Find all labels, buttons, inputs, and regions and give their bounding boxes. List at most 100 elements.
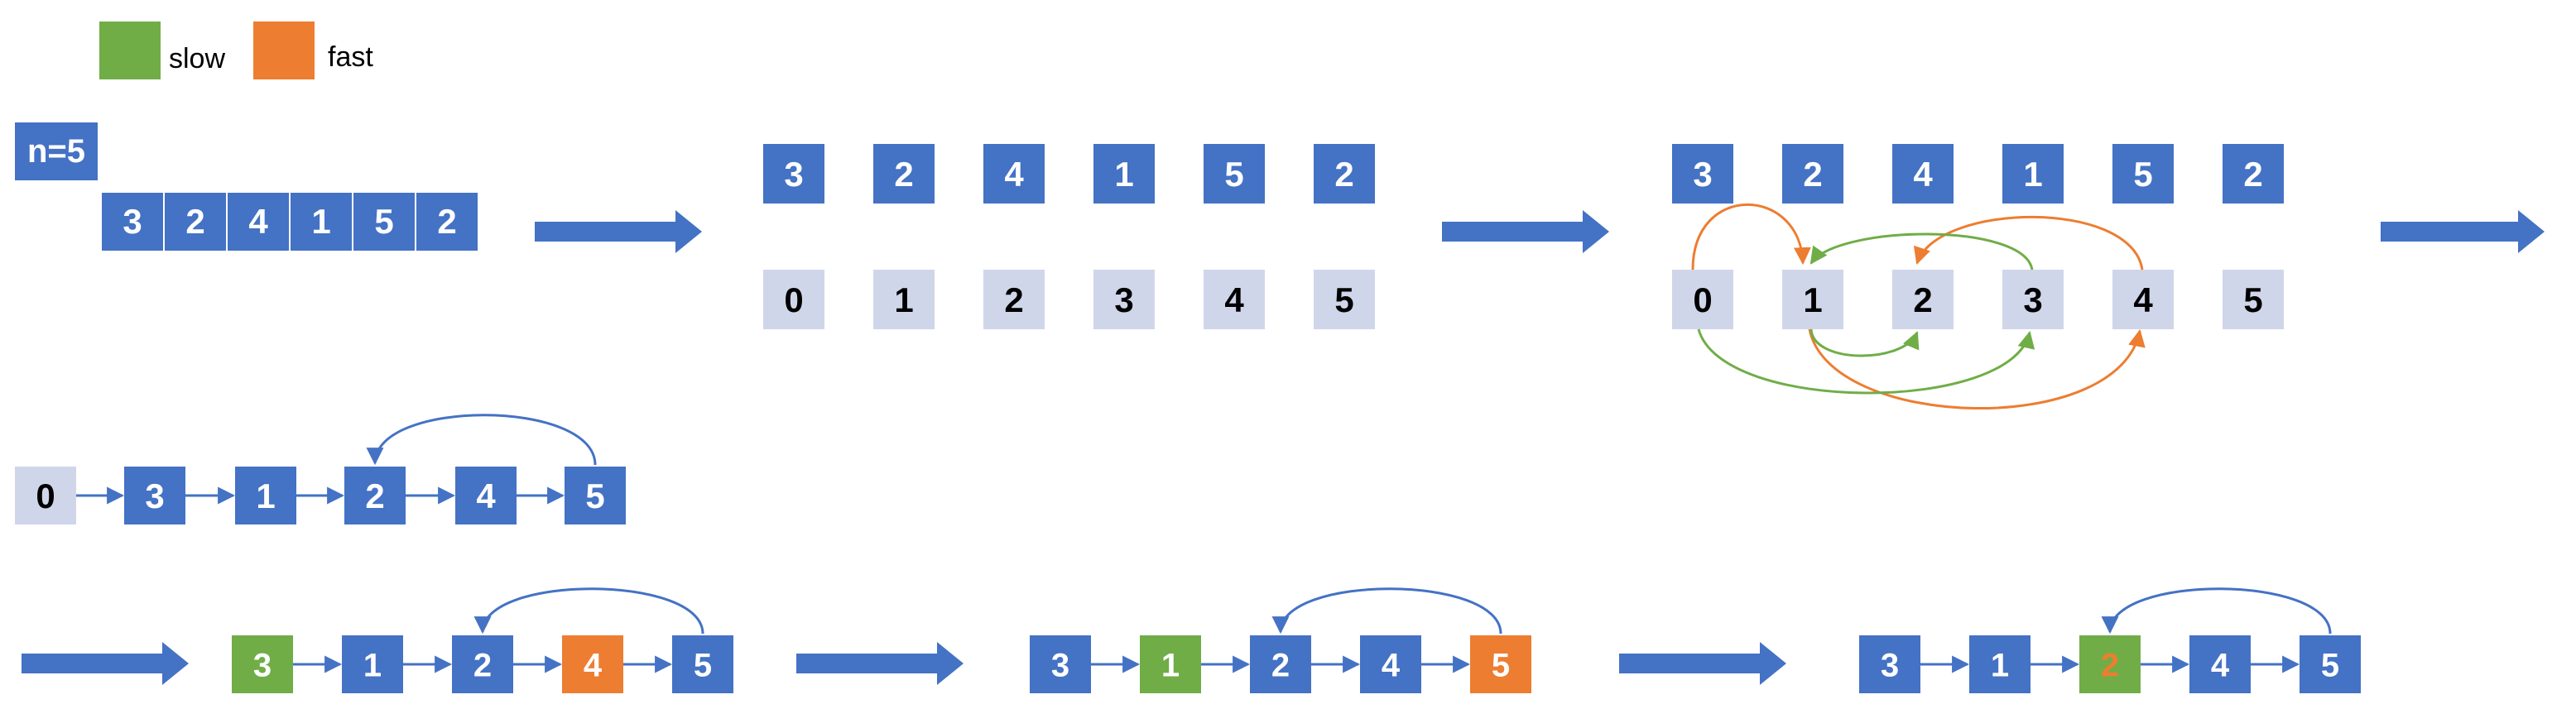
list-node-label: 1 (256, 477, 275, 515)
step-node-label: 1 (363, 647, 382, 683)
index-cell-box (763, 270, 824, 329)
list-node-box (344, 467, 406, 524)
step-node-box (2300, 635, 2361, 693)
mapped-value-cell-label: 2 (1803, 155, 1822, 194)
mapped-index-cell-label: 3 (2023, 280, 2042, 319)
mapped-value-cell-label: 5 (2133, 155, 2152, 194)
mapped-index-cell-label: 5 (2243, 280, 2262, 319)
input-cell-box (415, 191, 479, 252)
step-cycle-arrow (473, 587, 704, 635)
step-node-box (2189, 635, 2251, 693)
value-cell-box (1204, 144, 1265, 204)
step-node-label: 4 (2211, 647, 2230, 683)
input-cell-box (163, 191, 228, 252)
list-node-label: 2 (365, 477, 384, 515)
input-cell-label: 5 (374, 202, 393, 241)
step-node-label: 2 (2101, 647, 2119, 683)
input-cell-label: 3 (123, 202, 142, 241)
step-node-label: 4 (584, 647, 603, 683)
input-cell-box (352, 191, 416, 252)
value-cell-label: 4 (1004, 155, 1024, 194)
mapped-index-cell-box (1782, 270, 1843, 329)
list-node-label: 3 (145, 477, 164, 515)
legend: slow fast (99, 22, 373, 79)
value-cell-label: 5 (1224, 155, 1243, 194)
list-node-box (455, 467, 517, 524)
step-node-label: 1 (1161, 647, 1180, 683)
legend-slow-swatch (99, 22, 161, 79)
value-cell-box (983, 144, 1045, 204)
index-cell-box (1314, 270, 1375, 329)
step-node-box (1969, 635, 2031, 693)
input-cell-box (100, 191, 165, 252)
mapping-arrows (1691, 204, 2146, 410)
input-cell-label: 1 (311, 202, 330, 241)
mapped-value-cell-label: 2 (2243, 155, 2262, 194)
step-cycle-arrow (1271, 587, 1502, 635)
index-cell-box (873, 270, 935, 329)
input-cell-box (289, 191, 353, 252)
step-node-box (562, 635, 623, 693)
mapped-index-cell-box (2112, 270, 2174, 329)
step-node-box (1470, 635, 1531, 693)
mapped-index-cell-label: 4 (2133, 280, 2153, 319)
step-node-box (672, 635, 733, 693)
step-node-box (232, 635, 293, 693)
index-cell-label: 1 (894, 280, 913, 319)
value-cell-box (873, 144, 935, 204)
input-cell-label: 2 (437, 202, 456, 241)
mapped-value-cell-box (2112, 144, 2174, 204)
step-node-label: 3 (1051, 647, 1069, 683)
value-cell-label: 2 (1334, 155, 1353, 194)
mapped-index-cell-box (1672, 270, 1733, 329)
step-node-label: 4 (1382, 647, 1401, 683)
index-cell-label: 4 (1224, 280, 1244, 319)
index-cell-label: 5 (1334, 280, 1353, 319)
fast-arrow-1-to-4 (1808, 328, 2146, 410)
step-node-label: 5 (694, 647, 712, 683)
big-arrow-5 (796, 642, 964, 685)
step-node-box (1140, 635, 1201, 693)
mapped-index-cell-label: 1 (1803, 280, 1822, 319)
big-arrow-6 (1619, 642, 1786, 685)
index-cell-label: 2 (1004, 280, 1023, 319)
index-cell-label: 0 (784, 280, 803, 319)
slow-arrow-3-to-1 (1809, 232, 2034, 271)
fast-arrow-0-to-1 (1691, 204, 1811, 271)
list-cycle-arrow (366, 414, 597, 466)
index-cell-box (1093, 270, 1155, 329)
value-cell-box (763, 144, 824, 204)
step-node-label: 5 (1492, 647, 1510, 683)
legend-fast-swatch (253, 22, 315, 79)
mapped-value-cell-label: 4 (1913, 155, 1933, 194)
value-cell-box (1093, 144, 1155, 204)
fast-arrow-4-to-2 (1913, 215, 2144, 271)
n-label: n=5 (27, 133, 85, 170)
input-cell-box (226, 191, 291, 252)
step-node-box (452, 635, 513, 693)
list-node-label: 0 (36, 477, 55, 515)
step-node-label: 5 (2321, 647, 2339, 683)
list-node-box (15, 467, 76, 524)
list-node-box (235, 467, 296, 524)
step-node-box (1360, 635, 1421, 693)
mapped-index-cell-label: 0 (1693, 280, 1712, 319)
list-node-box (124, 467, 185, 524)
index-cell-label: 3 (1114, 280, 1133, 319)
mapped-value-cell-label: 1 (2023, 155, 2042, 194)
value-cell-label: 2 (894, 155, 913, 194)
step-node-box (1859, 635, 1920, 693)
big-arrow-4 (22, 642, 189, 685)
index-cell-box (1204, 270, 1265, 329)
step-node-label: 3 (253, 647, 272, 683)
step-cycle-arrow (2101, 587, 2332, 635)
step-node-box (342, 635, 403, 693)
mapped-value-cell-label: 3 (1693, 155, 1712, 194)
step-node-label: 1 (1991, 647, 2009, 683)
step-node-box (2079, 635, 2141, 693)
